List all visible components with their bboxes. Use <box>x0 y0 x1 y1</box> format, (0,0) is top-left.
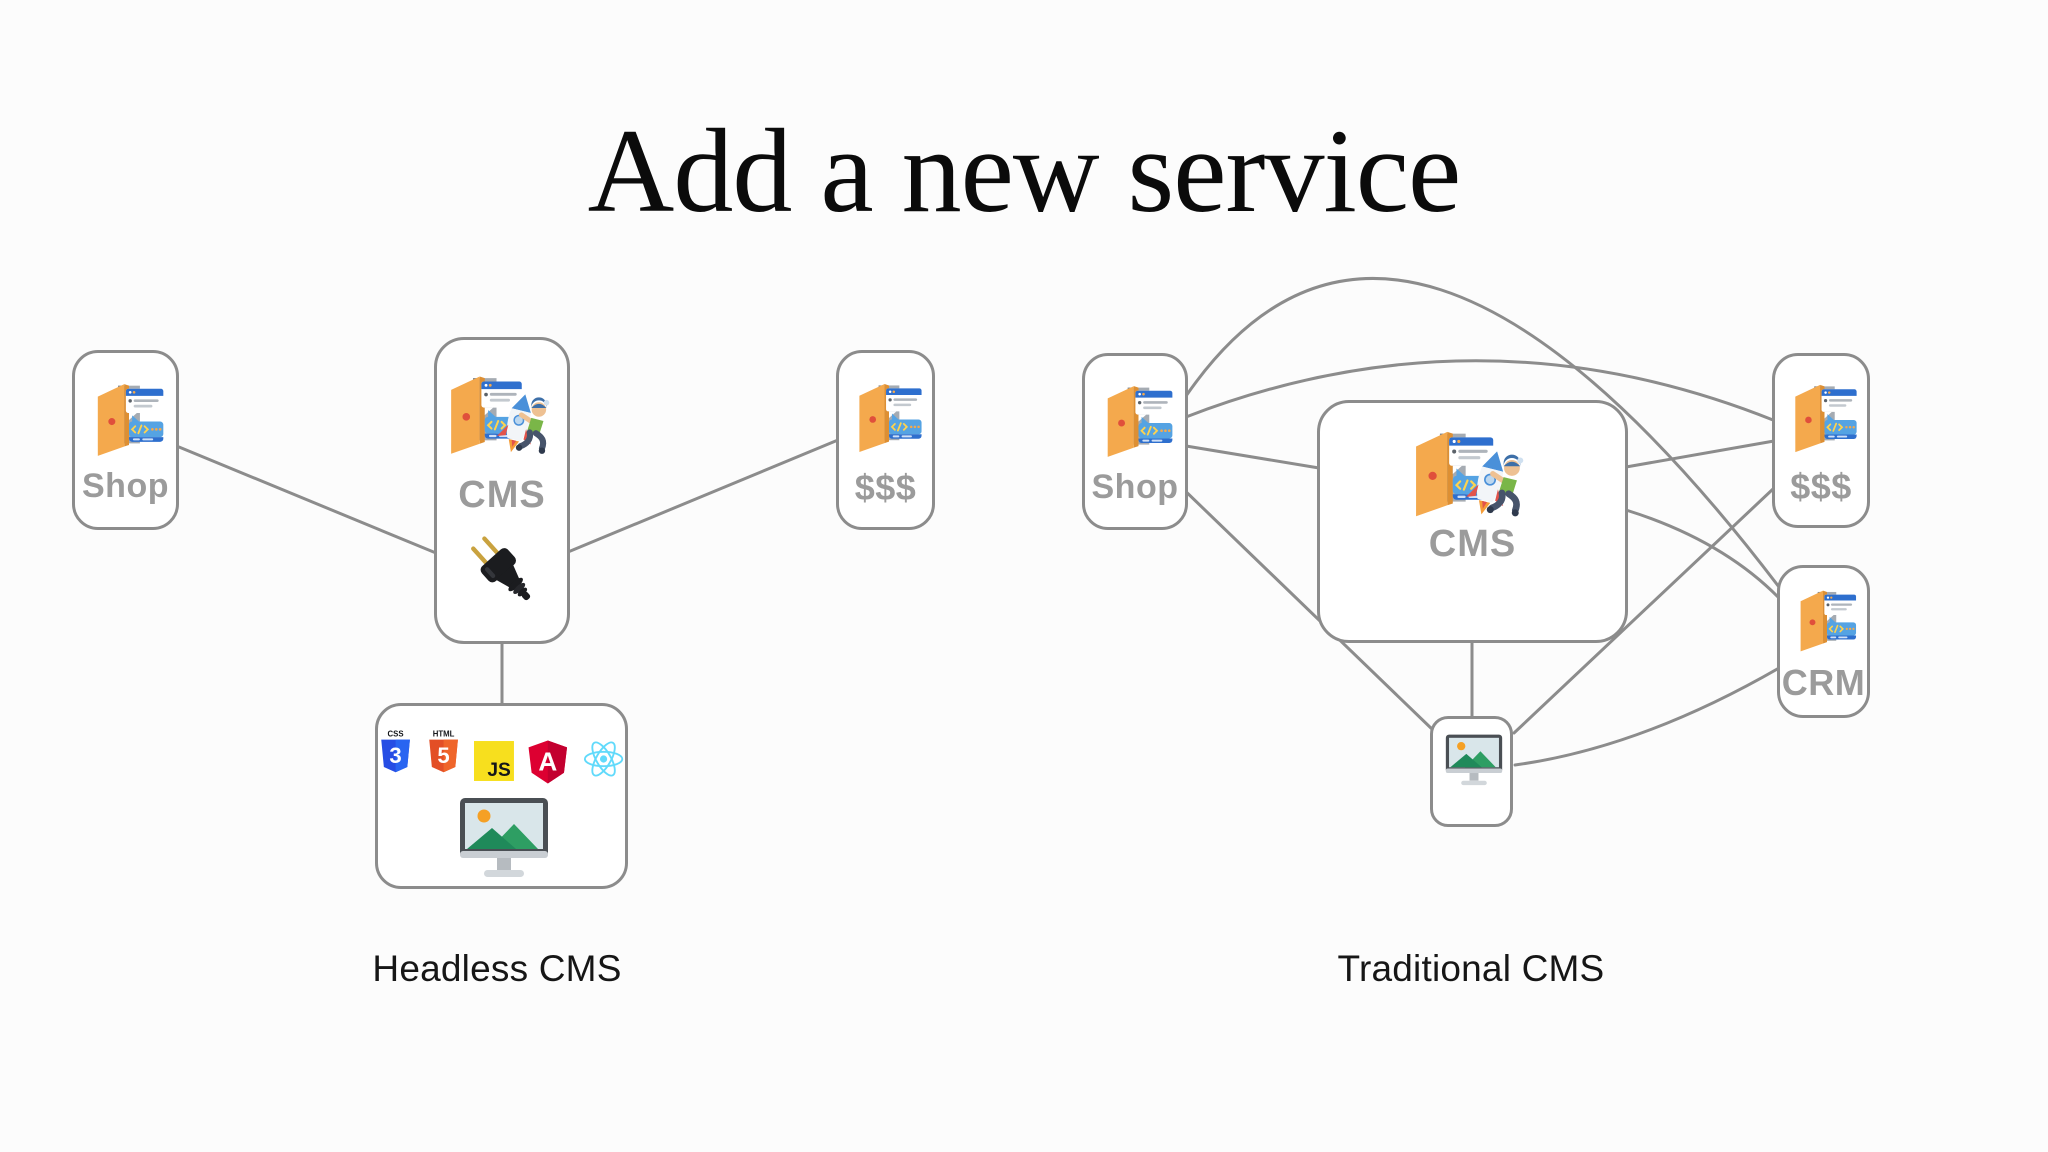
frontend-tech-row: CSS 3 HTML 5 JS A <box>378 722 625 790</box>
caption-traditional-cms: Traditional CMS <box>1337 948 1605 989</box>
cms-rocket-door-icon <box>1414 430 1547 525</box>
edge-right-shop-monitor <box>1176 482 1436 733</box>
node-label: $$$ <box>1790 466 1852 507</box>
angular-icon: A <box>528 740 568 784</box>
node-left-money: $$$ <box>836 350 935 530</box>
door-api-icon <box>1794 588 1860 654</box>
css-glyph-text: 3 <box>389 743 401 768</box>
javascript-icon: JS <box>474 741 515 781</box>
js-logo-text: JS <box>488 760 512 781</box>
node-right-money: $$$ <box>1772 353 1870 528</box>
door-api-icon <box>852 381 926 455</box>
node-right-crm: CRM <box>1777 565 1870 718</box>
slide-title: Add a new service <box>587 104 1462 237</box>
monitor-icon <box>454 794 554 886</box>
css3-icon: CSS 3 <box>381 729 410 773</box>
edge-right-shop-money-arc <box>1184 359 1775 422</box>
door-api-icon <box>1100 383 1177 460</box>
node-label: CMS <box>1428 523 1517 565</box>
edge-right-monitor-money <box>1512 487 1775 735</box>
node-left-frontend: CSS 3 HTML 5 JS A <box>375 703 628 889</box>
caption-headless-cms: Headless CMS <box>372 948 622 989</box>
node-right-shop: Shop <box>1082 353 1188 530</box>
html-glyph-text: 5 <box>438 743 450 768</box>
html5-icon: HTML 5 <box>429 729 459 773</box>
html-logo-text: HTML <box>433 729 455 738</box>
css-logo-text: CSS <box>388 729 404 738</box>
edge-left-shop-cms <box>177 445 438 555</box>
cms-rocket-door-icon <box>450 375 571 462</box>
node-label: Shop <box>82 467 169 505</box>
node-label: CMS <box>458 474 546 516</box>
monitor-icon <box>1442 732 1506 791</box>
node-left-shop: Shop <box>72 350 179 530</box>
node-left-cms: CMS <box>434 337 570 644</box>
door-api-icon <box>90 381 168 459</box>
react-icon <box>583 741 624 777</box>
plug-icon <box>461 530 549 618</box>
node-right-monitor <box>1430 716 1513 827</box>
node-right-cms: CMS <box>1317 400 1628 643</box>
edge-left-cms-money <box>566 438 840 554</box>
edge-right-monitor-crm <box>1513 666 1781 767</box>
angular-glyph-text: A <box>539 746 558 776</box>
door-api-icon <box>1788 382 1861 455</box>
node-label: CRM <box>1781 662 1866 703</box>
node-label: Shop <box>1091 468 1179 506</box>
edge-right-shop-cms <box>1184 444 1321 470</box>
node-label: $$$ <box>854 467 917 508</box>
edge-right-cms-money <box>1624 439 1776 469</box>
